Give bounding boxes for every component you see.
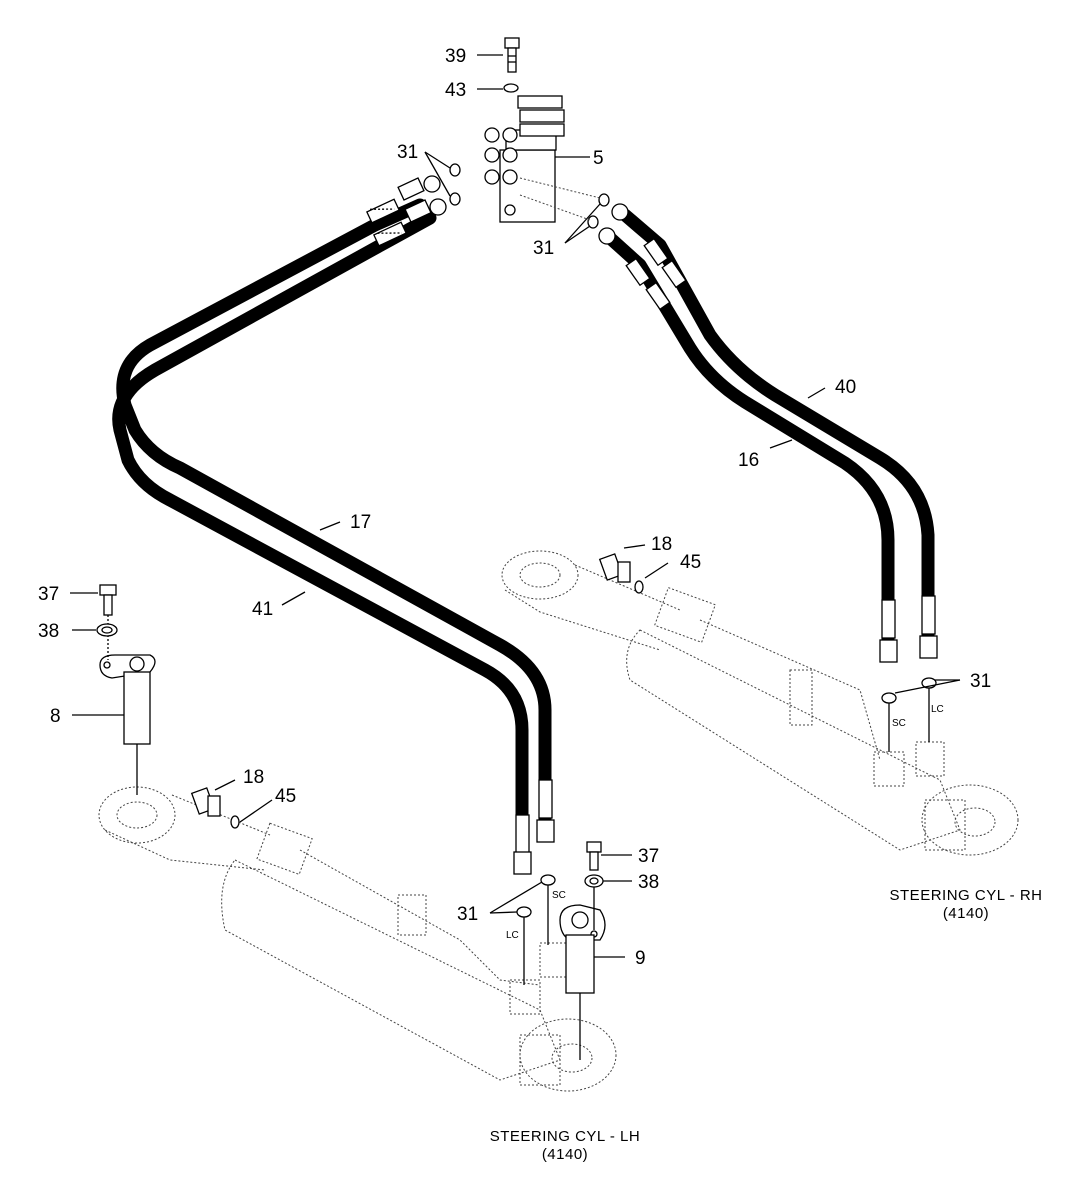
callout-18-rh: 18 [651, 534, 672, 555]
callout-40: 40 [835, 377, 856, 398]
callout-31-valve-right: 31 [533, 238, 554, 259]
o-ring-45-lh-icon [230, 815, 240, 829]
o-rings-31-rh [881, 677, 937, 752]
callout-45-rh: 45 [680, 552, 701, 573]
callout-37-rh: 37 [638, 846, 659, 867]
hose-16 [603, 231, 895, 657]
callout-31-rh: 31 [970, 671, 991, 692]
steering-cylinder-rh [501, 550, 1019, 856]
port-tag-sc-lh: SC [552, 890, 566, 901]
callout-38-rh: 38 [638, 872, 659, 893]
bolt-37-lh-icon [99, 584, 117, 660]
pin-8-icon [99, 654, 156, 795]
caption-rh-code: (4140) [943, 905, 989, 922]
caption-lh-code: (4140) [542, 1146, 588, 1163]
hose-17 [116, 198, 552, 827]
callout-9: 9 [635, 948, 646, 969]
pin-9-icon [559, 904, 606, 1060]
bolt-37-rh-icon [586, 841, 602, 871]
callout-31-valve-left: 31 [397, 142, 418, 163]
callout-43: 43 [445, 80, 466, 101]
callout-37-lh: 37 [38, 584, 59, 605]
port-tag-lc-rh: LC [931, 704, 944, 715]
callout-8: 8 [50, 706, 61, 727]
callout-17: 17 [350, 512, 371, 533]
port-tag-lc-lh: LC [506, 930, 519, 941]
caption-rh-title: STEERING CYL - RH [890, 887, 1043, 904]
hose-40 [618, 208, 935, 647]
leader-lines [70, 54, 961, 958]
callout-41: 41 [252, 599, 273, 620]
washer-43-icon [503, 83, 519, 93]
bolt-39-icon [504, 37, 520, 73]
callout-18-lh: 18 [243, 767, 264, 788]
callout-45-lh: 45 [275, 786, 296, 807]
callout-38-lh: 38 [38, 621, 59, 642]
callout-31-lh: 31 [457, 904, 478, 925]
callout-5: 5 [593, 148, 604, 169]
o-ring-45-rh-icon [634, 580, 644, 594]
port-tag-sc-rh: SC [892, 718, 906, 729]
o-rings-31-lh [516, 874, 556, 985]
callout-16: 16 [738, 450, 759, 471]
valve-block [484, 95, 565, 223]
hose-fittings [366, 175, 938, 875]
bracket-18-rh-icon [598, 553, 631, 583]
o-rings-valve [449, 163, 610, 229]
washer-38-lh-icon [96, 623, 118, 637]
hose-41 [112, 211, 529, 847]
bracket-18-lh-icon [190, 787, 221, 817]
caption-lh-title: STEERING CYL - LH [490, 1128, 640, 1145]
callout-39: 39 [445, 46, 466, 67]
